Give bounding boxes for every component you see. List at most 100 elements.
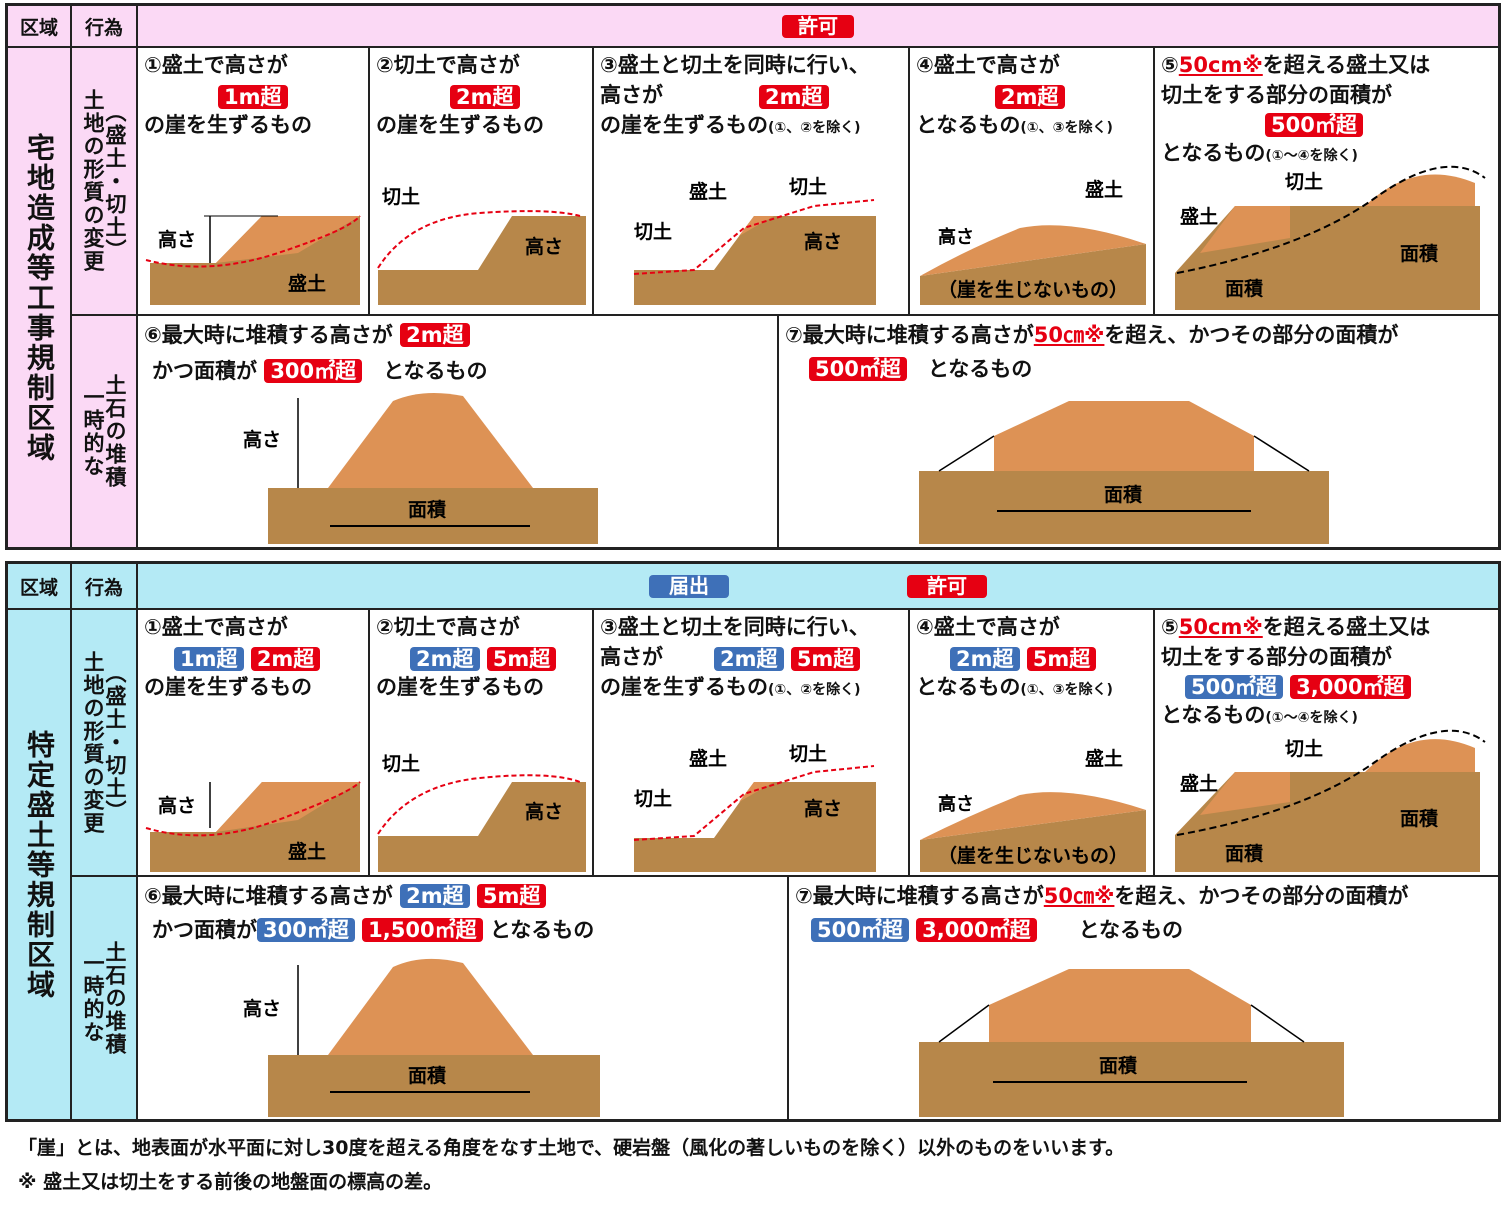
act-a-line2-2: （盛土・切土） (103, 662, 128, 823)
case4-title: ④盛土で高さが (916, 53, 1060, 77)
case5-cell: ⑤50cm※を超える盛土又は 切土をする部分の面積が 500㎡超 となるもの(①… (1154, 47, 1499, 315)
case6-diagram-2: 高さ 面積 (243, 958, 600, 1117)
case1-badge-a: 1m超 (174, 647, 244, 672)
case1-title-2: ①盛土で高さが (144, 615, 288, 639)
case5-red: 50cm※ (1178, 53, 1263, 77)
case6-takasa: 高さ (243, 428, 281, 451)
case5-diagram: 盛土 切土 面積 面積 (1175, 165, 1486, 310)
footer-note: ※ 盛土又は切土をする前後の地盤面の標高の差。 (18, 1171, 443, 1193)
case1-cell-2: ①盛土で高さが 1m超 2m超 の崖を生ずるもの 高さ 盛土 (137, 609, 369, 876)
case3-badge-a: 2m超 (714, 647, 784, 672)
case3-ground-2 (634, 782, 876, 872)
case2-takasa: 高さ (525, 235, 563, 258)
case7-red: 50㎝※ (1033, 323, 1105, 347)
case4-cell: ④盛土で高さが 2m超 となるもの(①、③を除く) 高さ 盛土 （崖を生じないも… (909, 47, 1154, 315)
permit-badge: 許可 (782, 14, 854, 38)
act-a-line1-2: 土地の形質の変更 (81, 650, 105, 835)
case7-diagram-2: 面積 (919, 969, 1344, 1117)
case7-diagram: 面積 (919, 401, 1329, 544)
case7-tail-2: となるもの (1078, 918, 1183, 942)
case5-badge: 500㎡超 (1265, 113, 1363, 138)
case7-red-2: 50㎝※ (1043, 884, 1115, 908)
case4-note: (①、③を除く) (1020, 120, 1113, 136)
case1-takasa-2: 高さ (158, 794, 196, 817)
case7-title-a-2: ⑦最大時に堆積する高さが (795, 884, 1044, 908)
koui-label-2: 行為 (84, 576, 123, 599)
case3-kirido-top-2: 切土 (789, 743, 827, 765)
case4-badge-a: 2m超 (950, 647, 1020, 672)
case3-ground (634, 216, 876, 305)
case3-tail: の崖を生ずるもの (600, 113, 768, 137)
case6-menseki-2: 面積 (408, 1064, 446, 1087)
case1-takasa: 高さ (158, 228, 196, 251)
act-a-cell-2: 土地の形質の変更 （盛土・切土） (71, 609, 137, 876)
case5-line2-2: 切土をする部分の面積が (1161, 645, 1392, 669)
case3-note: (①、②を除く) (768, 120, 861, 136)
case3-note-2: (①、②を除く) (768, 682, 861, 698)
case7-menseki-2: 面積 (1099, 1054, 1137, 1077)
case4-fill-2 (920, 792, 1146, 840)
case7-pile (994, 401, 1254, 471)
case6-title: ⑥最大時に堆積する高さが (144, 323, 393, 347)
act-b-line1-2: 一時的な (81, 952, 105, 1044)
case5-badge-b: 3,000㎡超 (1290, 675, 1411, 700)
case6-line2-2: かつ面積が (152, 918, 257, 942)
case5-original-ground (1176, 165, 1486, 274)
case5-note: (①～④を除く) (1265, 148, 1358, 164)
case6-ground-2 (268, 1055, 600, 1117)
case4-takasa: 高さ (938, 226, 974, 248)
case7-badge-b: 3,000㎡超 (916, 918, 1037, 943)
case1-title: ①盛土で高さが (144, 53, 288, 77)
case2-tail-2: の崖を生ずるもの (376, 675, 544, 699)
kuiki-header: 区域 (7, 5, 71, 47)
koui-header-2: 行為 (71, 563, 137, 609)
case2-original-ground-2 (377, 774, 581, 835)
case5-morido: 盛土 (1180, 205, 1218, 228)
case6-takasa-2: 高さ (243, 997, 281, 1020)
case3-cell: ③盛土と切土を同時に行い、 高さが 2m超 の崖を生ずるもの(①、②を除く) 盛… (593, 47, 909, 315)
case5-num: ⑤ (1161, 53, 1179, 77)
case7-badge: 500㎡超 (809, 357, 907, 382)
case5-fill-left (1200, 206, 1290, 253)
case7-title-a: ⑦最大時に堆積する高さが (785, 323, 1034, 347)
case3-badge: 2m超 (759, 85, 829, 110)
case1-diagram: 高さ 盛土 (145, 215, 361, 305)
case1-badge: 1m超 (218, 85, 288, 110)
case2-diagram-2: 切土 高さ (377, 753, 586, 872)
case5-menseki-right: 面積 (1400, 242, 1438, 265)
case3-takasa: 高さ (804, 230, 842, 253)
case5-diagram-2: 盛土 切土 面積 面積 (1175, 729, 1486, 872)
case3-kirido-left-2: 切土 (634, 788, 672, 810)
case5-original-ground-2 (1176, 729, 1486, 836)
koui-header: 行為 (71, 5, 137, 47)
case2-original-ground (377, 210, 581, 269)
case6-tail: となるもの (383, 359, 488, 383)
case1-tail-2: の崖を生ずるもの (144, 675, 312, 699)
case5-badge-a: 500㎡超 (1185, 675, 1283, 700)
case2-title: ②切土で高さが (376, 53, 520, 77)
case7-slope-left (938, 435, 995, 472)
case5-note-2: (①～④を除く) (1265, 710, 1358, 726)
case2-badge: 2m超 (450, 85, 520, 110)
case5-menseki-right-2: 面積 (1400, 807, 1438, 830)
case5-fill-right (1365, 174, 1475, 206)
case7-cell-2: ⑦最大時に堆積する高さが50㎝※を超え、かつその部分の面積が 500㎡超 3,0… (788, 876, 1499, 1120)
case4-nogake: （崖を生じないもの） (938, 278, 1128, 301)
case5-red-2: 50cm※ (1178, 615, 1263, 639)
case4-tail: となるもの (916, 113, 1021, 137)
case1-morido-2: 盛土 (288, 840, 326, 863)
case5-morido-2: 盛土 (1180, 772, 1218, 795)
case6-tail-2: となるもの (489, 918, 595, 942)
case3-title-2: ③盛土と切土を同時に行い、 (600, 615, 870, 639)
case4-morido: 盛土 (1085, 178, 1123, 201)
case4-badge-b: 5m超 (1026, 647, 1097, 672)
case2-ground (378, 216, 586, 305)
case3-kirido-top: 切土 (789, 176, 827, 198)
kuiki-header-2: 区域 (7, 563, 71, 609)
case2-cell-2: ②切土で高さが 2m超 5m超 の崖を生ずるもの 切土 高さ (369, 609, 593, 876)
case7-slope-right (1253, 435, 1310, 472)
case7-cell: ⑦最大時に堆積する高さが50㎝※を超え、かつその部分の面積が 500㎡超 となる… (778, 315, 1499, 548)
case4-ground (920, 244, 1146, 305)
permit-badge-2: 許可 (907, 574, 987, 598)
act-b-line2: 土石の堆積 (103, 374, 128, 489)
